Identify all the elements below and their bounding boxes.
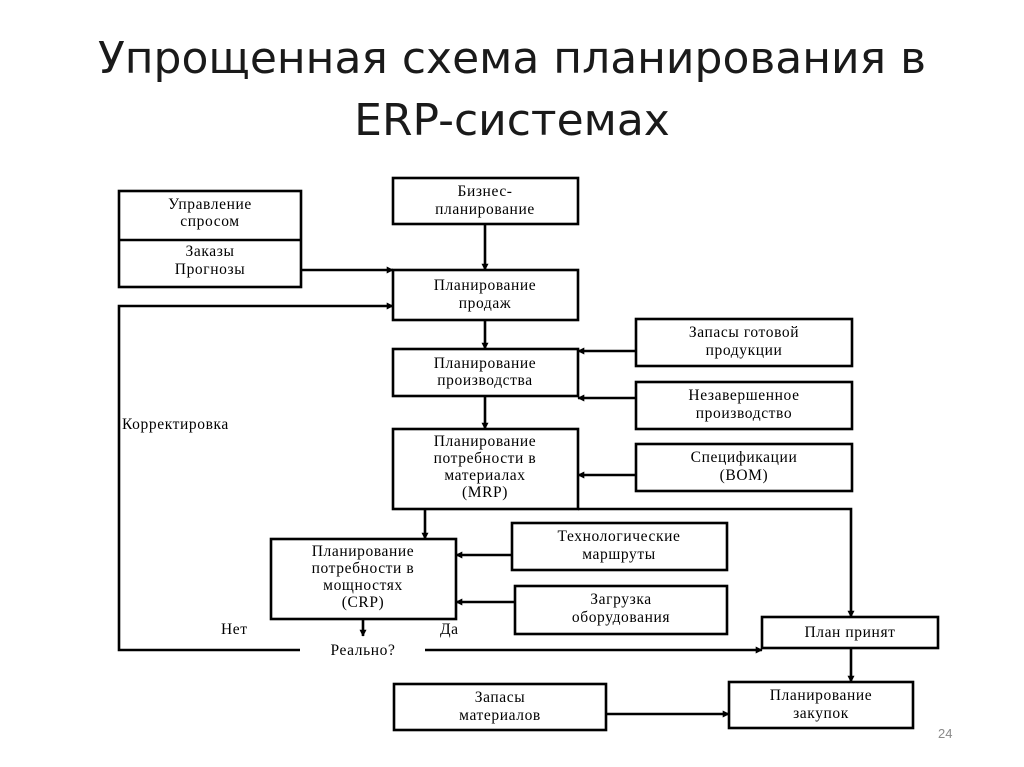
title-line-1: Упрощенная схема планирования в [97,33,927,84]
work-in-progress-line-1: Незавершенное [688,387,799,404]
title-line-2: ERP-системах [354,95,670,146]
slide-title: Упрощенная схема планирования в ERP-сист… [0,28,1024,152]
no-label: Нет [221,621,248,638]
equipment-load-line-1: Загрузка [590,591,651,608]
mrp-line-4: (MRP) [462,484,508,501]
routings-line-1: Технологические [558,528,681,545]
realistic-label: Реально? [330,642,395,659]
work-in-progress-box: Незавершенное производство [634,380,854,431]
demand-management-box: Управление спросом Заказы Прогнозы [117,189,303,289]
bom-line-2: (BOM) [720,467,769,484]
finished-goods-stock-line-2: продукции [706,342,783,359]
mrp-line-3: материалах [444,467,525,484]
business-planning-line-2: планирование [435,201,535,218]
plan-accepted-box: План принят [760,615,940,650]
crp-line-3: мощностях [323,577,403,594]
equipment-load-line-2: оборудования [572,609,670,626]
demand-management-title-line-1: Управление [168,196,252,213]
production-planning-line-1: Планирование [434,355,537,372]
yes-label: Да [440,621,459,638]
finished-goods-stock-box: Запасы готовой продукции [634,317,854,368]
correction-label: Корректировка [122,416,229,433]
crp-line-1: Планирование [312,543,415,560]
arrow-mrp-to-plan-accepted [578,507,855,618]
demand-management-title-line-2: спросом [180,213,239,230]
correction-loop-line [117,302,394,652]
plan-accepted-label: План принят [804,624,895,641]
sales-planning-line-1: Планирование [434,277,537,294]
sales-planning-line-2: продаж [459,295,511,312]
bom-line-1: Спецификации [691,449,798,466]
mrp-line-2: потребности в [434,450,537,467]
finished-goods-stock-line-1: Запасы готовой [689,324,799,341]
materials-stock-box: Запасы материалов [392,682,608,732]
bom-box: Спецификации (BOM) [634,442,854,493]
materials-stock-line-2: материалов [459,707,541,724]
purchase-planning-line-2: закупок [793,705,849,722]
mrp-line-1: Планирование [434,433,537,450]
equipment-load-box: Загрузка оборудования [513,584,729,636]
page-number: 24 [938,726,953,741]
demand-orders-label: Заказы [186,243,235,260]
production-planning-line-2: производства [437,372,532,389]
sales-planning-box: Планирование продаж [391,268,580,322]
materials-stock-line-1: Запасы [475,689,526,706]
production-planning-box: Планирование производства [391,347,580,398]
business-planning-box: Бизнес- планирование [391,176,580,226]
purchase-planning-line-1: Планирование [770,687,873,704]
routings-box: Технологические маршруты [510,521,729,572]
demand-forecasts-label: Прогнозы [175,261,245,278]
crp-box: Планирование потребности в мощностях (CR… [269,537,458,621]
mrp-box: Планирование потребности в материалах (M… [391,427,580,511]
crp-line-2: потребности в [312,560,415,577]
connectors [117,224,855,718]
work-in-progress-line-2: производство [696,405,792,422]
crp-line-4: (CRP) [342,594,385,611]
purchase-planning-box: Планирование закупок [727,680,915,730]
business-planning-line-1: Бизнес- [457,183,512,200]
routings-line-2: маршруты [582,546,656,563]
